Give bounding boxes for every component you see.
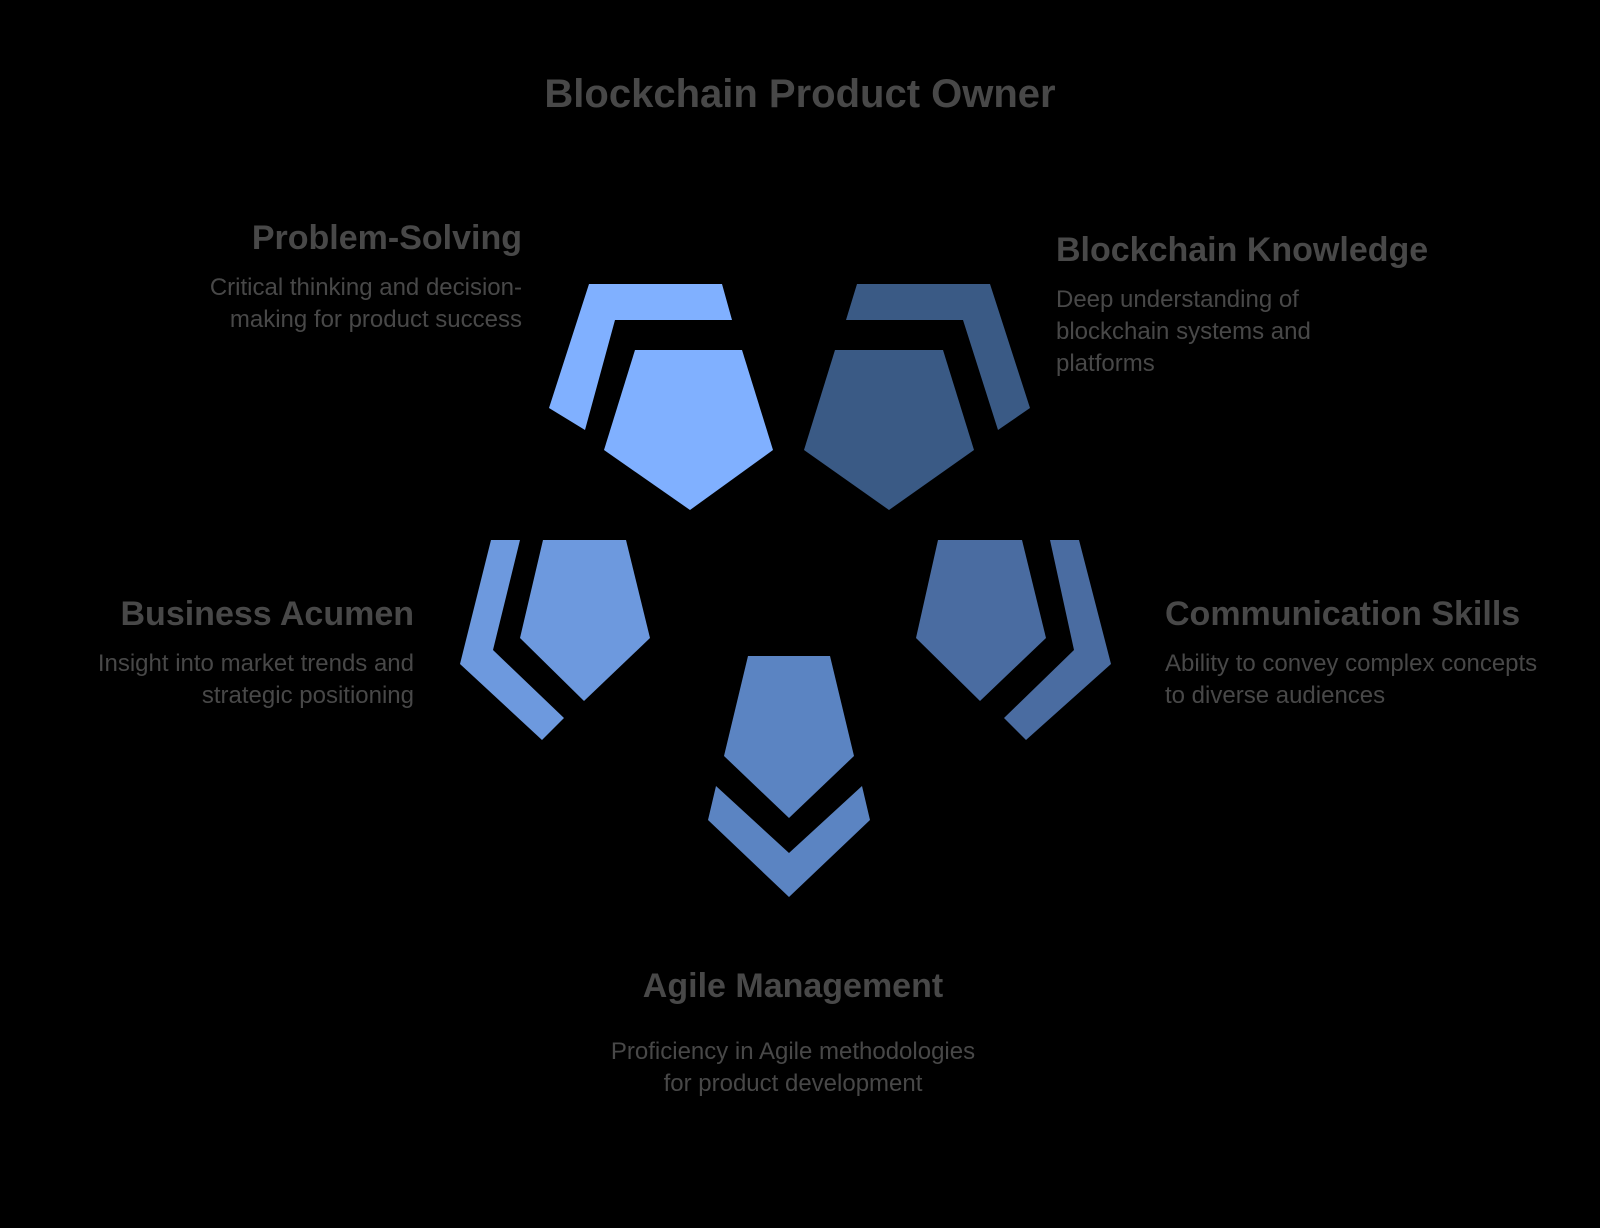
diagram-title: Blockchain Product Owner xyxy=(544,72,1056,116)
business-acumen-title: Business Acumen xyxy=(120,595,415,633)
business-acumen-description: Insight into market trends and strategic… xyxy=(97,650,414,709)
problem-solving-pentagon xyxy=(604,350,773,510)
communication-skills-pentagon xyxy=(916,540,1046,701)
blockchain-knowledge-shape xyxy=(804,284,1030,510)
blockchain-knowledge-pentagon xyxy=(804,350,974,510)
communication-skills-title: Communication Skills xyxy=(1165,595,1521,633)
blockchain-knowledge-description: Deep understanding of blockchain systems… xyxy=(1056,286,1311,377)
problem-solving-bracket xyxy=(549,284,732,430)
problem-solving-shape xyxy=(549,284,773,510)
blockchain-knowledge-title: Blockchain Knowledge xyxy=(1056,231,1429,269)
business-acumen-block: Business Acumen Insight into market tren… xyxy=(34,594,414,712)
blockchain-knowledge-block: Blockchain Knowledge Deep understanding … xyxy=(1056,230,1429,380)
agile-management-title: Agile Management xyxy=(642,967,944,1005)
agile-management-pentagon xyxy=(724,656,854,818)
communication-skills-shape xyxy=(916,540,1111,740)
problem-solving-title: Problem-Solving xyxy=(251,219,522,257)
agile-management-shape xyxy=(708,656,870,897)
business-acumen-shape xyxy=(460,540,650,740)
agile-management-description: Proficiency in Agile methodologies for p… xyxy=(610,1038,976,1097)
communication-skills-bracket xyxy=(1004,540,1111,740)
business-acumen-bracket xyxy=(460,540,564,740)
blockchain-knowledge-bracket xyxy=(846,284,1030,430)
agile-management-block: Agile Management Proficiency in Agile me… xyxy=(608,966,978,1100)
communication-skills-description: Ability to convey complex concepts to di… xyxy=(1165,650,1538,709)
problem-solving-description: Critical thinking and decision-making fo… xyxy=(209,274,522,333)
communication-skills-block: Communication Skills Ability to convey c… xyxy=(1165,594,1545,712)
problem-solving-block: Problem-Solving Critical thinking and de… xyxy=(102,218,522,336)
agile-management-bracket xyxy=(708,786,870,897)
business-acumen-pentagon xyxy=(520,540,650,701)
